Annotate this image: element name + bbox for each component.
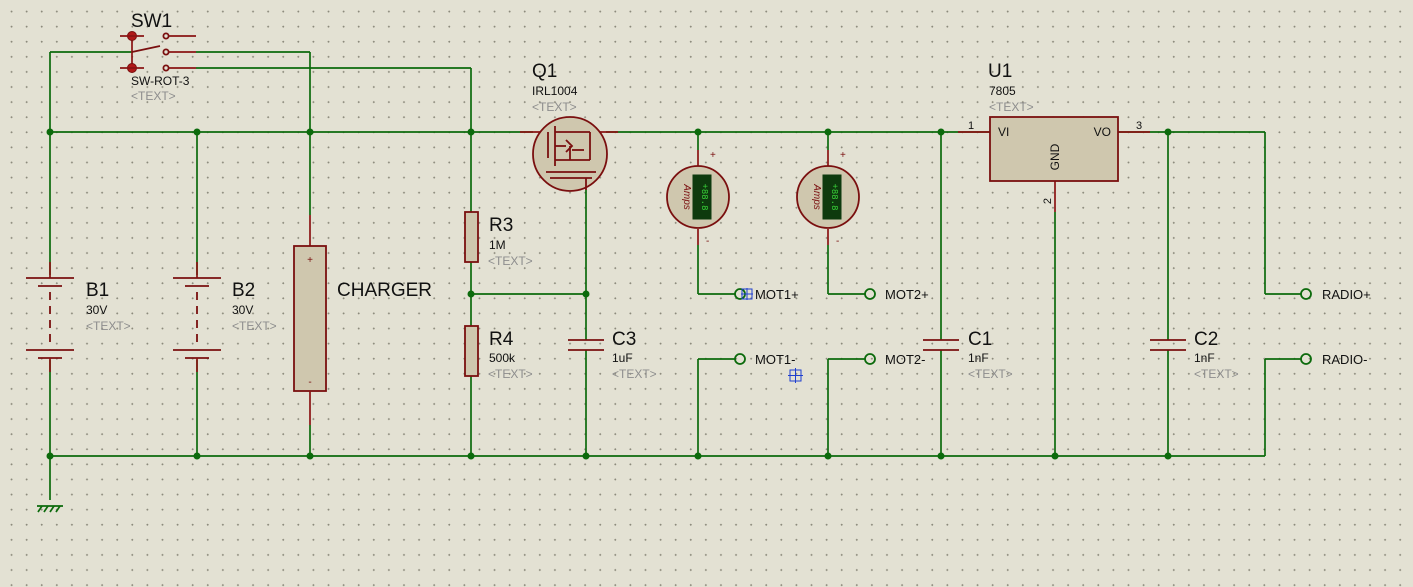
ammeter-2[interactable]: +88.8 Amps	[796, 150, 860, 245]
u1-pin-gnd: GND	[1048, 143, 1062, 170]
ammeter-2-reading: +88.8	[829, 183, 839, 210]
ammeter-1-plus: +	[710, 150, 716, 161]
u1-pin-vi: VI	[998, 125, 1009, 139]
sw1-ref: SW1	[131, 11, 172, 32]
ammeter-2-plus: +	[840, 150, 846, 161]
u1-pin1-number: 1	[968, 120, 974, 132]
u1-pin2-number: 2	[1042, 198, 1054, 204]
q1-text: <TEXT>	[532, 100, 577, 114]
terminal-mot1-minus-label: MOT1-	[755, 352, 795, 367]
terminal-radio-plus-label: RADIO+	[1322, 287, 1371, 302]
sw1-value: SW-ROT-3	[131, 74, 190, 88]
terminal-radio-minus-label: RADIO-	[1322, 352, 1368, 367]
terminal-radio-minus[interactable]	[1300, 353, 1312, 365]
r3-value: 1M	[489, 238, 506, 252]
u1-value: 7805	[989, 84, 1016, 98]
terminal-mot2-plus-label: MOT2+	[885, 287, 929, 302]
capacitor-c1[interactable]	[923, 339, 959, 351]
r4-text: <TEXT>	[488, 367, 533, 381]
b2-text: <TEXT>	[232, 319, 277, 333]
resistor-r3[interactable]	[464, 211, 479, 263]
charger-source[interactable]	[293, 215, 327, 425]
ammeter-1-minus: -	[706, 236, 709, 247]
c2-text: <TEXT>	[1194, 367, 1239, 381]
terminal-mot1-plus[interactable]	[734, 288, 753, 300]
ammeter-1-label: Amps	[681, 183, 692, 210]
sw1-text: <TEXT>	[131, 89, 176, 103]
u1-pin-vo: VO	[1094, 125, 1111, 139]
b2-ref: B2	[232, 280, 255, 301]
terminal-mot2-minus-label: MOT2-	[885, 352, 925, 367]
cursor-crosshair-icon	[741, 288, 753, 300]
switch-sw1[interactable]	[120, 31, 196, 73]
u1-text: <TEXT>	[989, 100, 1034, 114]
ammeter-1-reading: +88.8	[699, 183, 709, 210]
c3-ref: C3	[612, 329, 636, 350]
b1-value: 30V	[86, 303, 107, 317]
c3-value: 1uF	[612, 351, 633, 365]
r4-value: 500k	[489, 351, 516, 365]
q1-ref: Q1	[532, 61, 557, 82]
ammeter-1[interactable]: +88.8 Amps	[666, 150, 730, 245]
r4-ref: R4	[489, 329, 514, 350]
c1-value: 1nF	[968, 351, 989, 365]
q1-value: IRL1004	[532, 84, 578, 98]
mosfet-q1[interactable]	[520, 116, 618, 192]
ammeter-1-display	[692, 174, 712, 220]
ammeter-2-minus: -	[836, 236, 839, 247]
r3-text: <TEXT>	[488, 254, 533, 268]
terminal-radio-plus[interactable]	[1300, 288, 1312, 300]
ammeter-2-label: Amps	[811, 183, 822, 210]
junctions	[46, 128, 1172, 460]
battery-b1[interactable]	[26, 262, 74, 372]
battery-b2[interactable]	[173, 262, 221, 372]
regulator-u1[interactable]	[958, 116, 1150, 212]
capacitor-c2[interactable]	[1150, 339, 1186, 351]
b1-ref: B1	[86, 280, 109, 301]
charger-ref: CHARGER	[337, 280, 432, 301]
c2-value: 1nF	[1194, 351, 1215, 365]
c2-ref: C2	[1194, 329, 1218, 350]
u1-pin3-number: 3	[1136, 120, 1142, 132]
terminal-mot2-minus[interactable]	[864, 353, 876, 365]
c3-text: <TEXT>	[612, 367, 657, 381]
cursor-marker-icon	[788, 368, 803, 383]
resistor-r4[interactable]	[464, 325, 479, 377]
terminal-mot2-plus[interactable]	[864, 288, 876, 300]
c1-text: <TEXT>	[968, 367, 1013, 381]
u1-ref: U1	[988, 61, 1012, 82]
terminal-mot1-minus[interactable]	[734, 353, 746, 365]
capacitor-c3[interactable]	[568, 339, 604, 351]
c1-ref: C1	[968, 329, 992, 350]
b2-value: 30V	[232, 303, 253, 317]
wires	[49, 51, 1301, 500]
terminal-mot1-plus-label: MOT1+	[755, 287, 799, 302]
r3-ref: R3	[489, 215, 513, 236]
ground-icon[interactable]	[37, 505, 63, 513]
charger-plus: +	[307, 255, 313, 266]
ammeter-2-display	[822, 174, 842, 220]
b1-text: <TEXT>	[86, 319, 131, 333]
charger-minus: -	[308, 377, 311, 388]
